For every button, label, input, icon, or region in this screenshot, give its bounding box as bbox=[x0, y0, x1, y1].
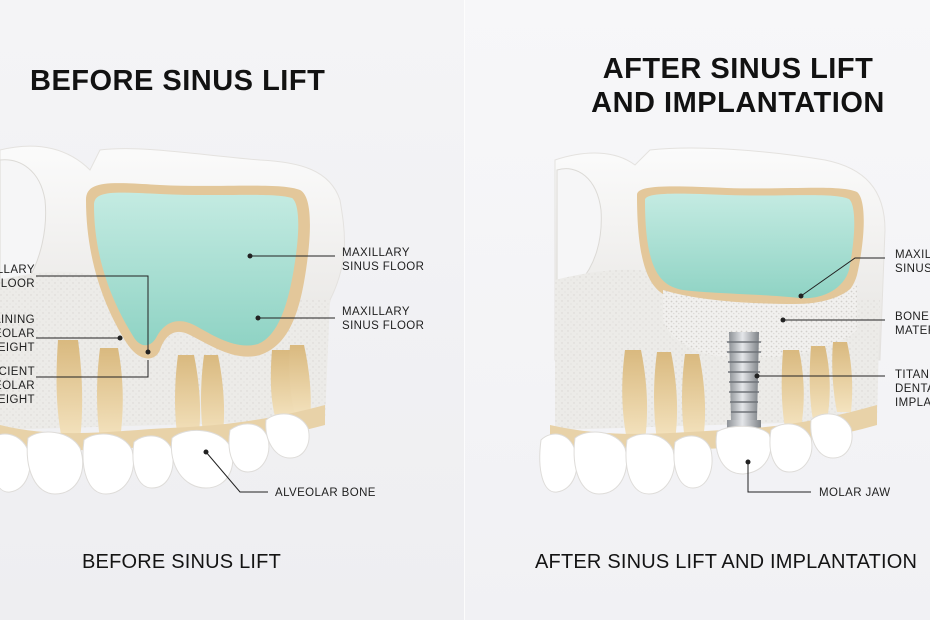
before-jaw-illustration bbox=[0, 145, 345, 495]
after-title: AFTER SINUS LIFT AND IMPLANTATION bbox=[573, 52, 903, 120]
label-left-remaining: REMAINING ALVEOLAR HEIGHT bbox=[0, 314, 35, 354]
before-title: BEFORE SINUS LIFT bbox=[30, 65, 326, 97]
teeth-row bbox=[0, 413, 310, 495]
root-4 bbox=[201, 355, 225, 440]
after-jaw-illustration bbox=[539, 147, 886, 495]
label-sinus-floor-top: MAXILLARY SINUS FLOOR bbox=[342, 247, 425, 273]
after-panel: AFTER SINUS LIFT AND IMPLANTATION bbox=[465, 0, 930, 620]
root-6 bbox=[289, 345, 311, 418]
bone-graft-material bbox=[663, 282, 857, 359]
root-2 bbox=[97, 348, 123, 440]
root-1 bbox=[56, 340, 83, 440]
after-title-line-1: AFTER SINUS LIFT bbox=[602, 53, 874, 85]
root-5 bbox=[809, 346, 830, 420]
label-molar-jaw: MOLAR JAW bbox=[819, 487, 891, 499]
leader-lines bbox=[747, 257, 885, 493]
label-sinus-floor-mid: MAXILLARY SINUS FLOOR bbox=[342, 306, 425, 332]
orbit-cavity bbox=[0, 159, 47, 291]
root-1 bbox=[622, 350, 648, 440]
label-alveolar-bone: ALVEOLAR BONE bbox=[275, 487, 376, 499]
after-title-line-2: AND IMPLANTATION bbox=[591, 87, 885, 119]
before-panel: BEFORE SINUS LIFT bbox=[0, 0, 465, 620]
maxillary-sinus bbox=[645, 193, 855, 299]
teeth-row bbox=[539, 413, 853, 495]
root-4 bbox=[781, 350, 804, 428]
root-3 bbox=[175, 355, 201, 440]
root-2 bbox=[654, 352, 678, 440]
after-caption: AFTER SINUS LIFT AND IMPLANTATION bbox=[535, 551, 918, 573]
label-maxillary-sinus: MAXILLARY SINUS bbox=[895, 249, 930, 275]
root-3 bbox=[682, 354, 706, 440]
leader-dots bbox=[117, 253, 261, 455]
titanium-implant bbox=[727, 332, 761, 430]
label-left-deficient: DEFICIENT ALVEOLAR HEIGHT bbox=[0, 366, 35, 406]
maxillary-sinus bbox=[94, 192, 299, 346]
before-caption: BEFORE SINUS LIFT bbox=[82, 551, 281, 573]
label-bone-graft: BONE MATERIAL bbox=[895, 311, 930, 337]
label-left-maxillary: MAXILLARY FLOOR bbox=[0, 264, 35, 290]
leader-dots bbox=[745, 293, 804, 465]
root-6 bbox=[832, 342, 853, 412]
leader-lines bbox=[36, 255, 335, 493]
label-titanium-implant: TITANIUM DENTAL IMPLANT bbox=[895, 369, 930, 409]
